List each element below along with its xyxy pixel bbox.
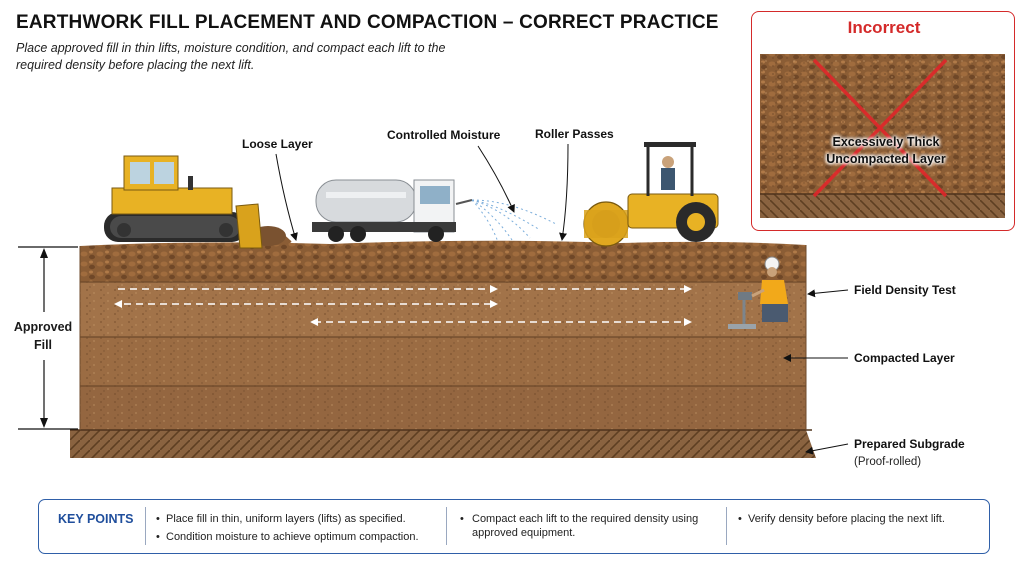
callout-roller-passes: Roller Passes	[535, 127, 614, 141]
soil-layers	[70, 240, 816, 458]
approved-fill-label-line2: Fill	[33, 338, 53, 352]
key-points-divider	[446, 507, 447, 545]
key-point-text: Compact each lift to the required densit…	[472, 513, 699, 539]
key-point-text: Verify density before placing the next l…	[748, 513, 945, 525]
approved-fill-label: Approved Fill	[8, 318, 78, 354]
water-spray	[471, 199, 557, 243]
key-point-item: •Compact each lift to the required densi…	[460, 512, 722, 540]
key-point-item: •Verify density before placing the next …	[738, 513, 945, 525]
key-point-item: •Place fill in thin, uniform layers (lif…	[156, 513, 406, 525]
key-point-text: Condition moisture to achieve optimum co…	[166, 531, 419, 543]
callout-compacted-layer: Compacted Layer	[854, 351, 955, 365]
bulldozer-illustration	[104, 155, 292, 249]
incorrect-label-line1: Excessively Thick	[832, 135, 940, 149]
approved-fill-dimension	[18, 246, 78, 430]
compaction-direction-arrows	[114, 285, 692, 326]
roller-compactor-illustration	[583, 142, 719, 247]
key-points-title: KEY POINTS	[58, 512, 134, 526]
page-subtitle: Place approved fill in thin lifts, moist…	[16, 41, 446, 72]
incorrect-label-line2: Uncompacted Layer	[826, 152, 946, 166]
key-points-divider	[145, 507, 146, 545]
callout-controlled-moisture: Controlled Moisture	[387, 128, 501, 142]
approved-fill-label-line1: Approved	[13, 320, 73, 334]
page-title: EARTHWORK FILL PLACEMENT AND COMPACTION …	[16, 12, 719, 33]
water-truck-illustration	[312, 179, 473, 242]
density-test-worker-illustration	[728, 256, 788, 329]
key-point-text: Place fill in thin, uniform layers (lift…	[166, 513, 406, 525]
callout-proof-rolled-note: (Proof-rolled)	[854, 456, 922, 468]
incorrect-layer-label: Excessively Thick Uncompacted Layer	[800, 134, 972, 168]
incorrect-panel	[751, 11, 1015, 231]
incorrect-title: Incorrect	[847, 18, 921, 37]
callout-leader-lines	[275, 143, 849, 455]
callout-loose-layer: Loose Layer	[242, 137, 313, 151]
callout-prepared-subgrade: Prepared Subgrade	[854, 437, 965, 451]
callout-field-density-test: Field Density Test	[854, 283, 956, 297]
key-point-item: •Condition moisture to achieve optimum c…	[156, 531, 419, 543]
key-points-divider	[726, 507, 727, 545]
key-points-panel	[38, 499, 990, 554]
